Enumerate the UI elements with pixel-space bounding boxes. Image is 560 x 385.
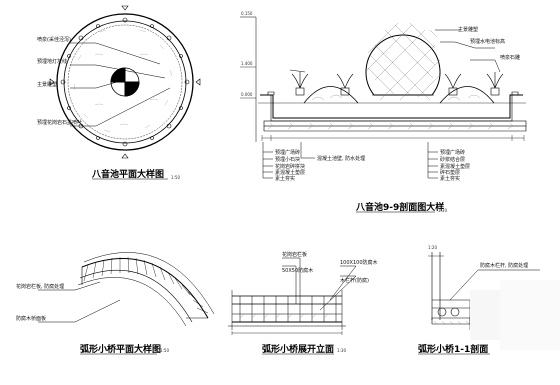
- bridge-plan-title: 弧形小桥平面大样图: [80, 343, 161, 355]
- fountain-nozzles: [60, 17, 190, 147]
- bridge-elev-label-4: 木栏杆(防腐): [340, 277, 369, 284]
- bridge-detail-title: 弧形小桥1-1剖面: [418, 343, 488, 355]
- right-layer-4: 碎石垫层: [440, 169, 460, 176]
- bridge-elev-leaders: [282, 257, 357, 311]
- left-layer-4: 素混凝土垫层: [275, 169, 305, 176]
- bridge-detail-dim: 1:20: [428, 245, 437, 250]
- bridge-elev-title: 弧形小桥展开立面: [262, 343, 334, 355]
- section-top-labels: 主景雕塑 预埋水电池标高 喷泉石雕: [458, 26, 520, 61]
- section-label-water-level: 预埋水电池标高: [470, 38, 505, 45]
- section-spray-jets: [291, 72, 504, 96]
- right-layer-3: 素混凝土垫层: [440, 163, 470, 170]
- section-water-domes: [303, 86, 495, 104]
- bridge-plan-scale: 1:50: [160, 348, 169, 353]
- bridge-deck-planks: [83, 256, 209, 314]
- bridge-elev-label-1: 花岗岩栏板: [282, 251, 307, 258]
- level-mark-mid: 1.400: [241, 61, 253, 66]
- bridge-detail-leader: [449, 269, 540, 301]
- section-pool-basin: [258, 91, 527, 132]
- section-label-spray: 喷泉石雕: [500, 54, 520, 61]
- plan-label-lights: 预埋地灯灰线: [37, 58, 67, 65]
- right-layer-5: 素土夯实: [440, 175, 460, 182]
- octagon-pool-plan: [49, 5, 201, 159]
- bridge-plan-label-rail: 花岗岩栏板, 防腐处理: [16, 283, 64, 290]
- pool-water-hatch: [73, 29, 173, 133]
- plan-label-sculpture: 主景雕塑: [37, 81, 57, 88]
- section-mid-label: 混凝土池壁, 防水处理: [317, 155, 365, 162]
- section-leader-lines: [262, 29, 501, 179]
- left-layer-5: 素土夯实: [275, 175, 295, 182]
- section-right-labels: 预埋广场砖 砂浆结合层 素混凝土垫层 碎石垫层 素土夯实: [440, 149, 470, 182]
- plan-section-markers: [49, 5, 201, 159]
- section-sculpture-ball: [365, 22, 441, 101]
- bridge-elev-label-3: 100X100防腐木: [340, 259, 378, 266]
- right-layer-1: 预埋广场砖: [440, 149, 465, 156]
- plan-leader-lines: [70, 42, 171, 127]
- level-mark-top: 0.150: [241, 11, 253, 16]
- bridge-elev-scale: 1:30: [337, 348, 346, 353]
- section-scale: 1:30: [438, 208, 447, 213]
- bridge-plan-leaders: [38, 281, 121, 323]
- left-layer-1: 预埋广场砖: [275, 149, 300, 156]
- section-left-labels: 预埋广场砖 预埋小石块 花岗岩碎拼块 素混凝土垫层 素土夯实 混凝土池壁, 防水…: [275, 149, 365, 182]
- section-label-sculpture: 主景雕塑: [458, 26, 478, 33]
- plan-title: 八音池平面大样图: [91, 168, 164, 180]
- plan-label-granite: 预埋花岗岩石墨喷叶: [37, 119, 82, 126]
- octagon-pool-section: [240, 16, 527, 179]
- section-title: 八音池9-9剖面图大样: [355, 201, 444, 213]
- bridge-elev-label-2: 50X50防腐木: [282, 267, 313, 274]
- bridge-detail-fade: [470, 280, 560, 350]
- level-mark-zero: 0.000: [241, 92, 253, 97]
- plan-labels: 喷泉(采佳泾泻) 预埋地灯灰线 主景雕塑 预埋花岗岩石墨喷叶: [37, 36, 82, 126]
- bridge-balusters: [239, 296, 337, 322]
- arc-bridge-plan: [38, 252, 215, 327]
- right-layer-2: 砂浆结合层: [440, 156, 465, 163]
- arc-bridge-elevation: [228, 257, 357, 335]
- plan-scale: 1:50: [171, 175, 180, 180]
- plan-label-fountain: 喷泉(采佳泾泻): [37, 36, 71, 43]
- section-level-labels: 0.150 1.400 0.000: [241, 11, 253, 97]
- left-layer-2: 预埋小石块: [275, 156, 300, 163]
- bridge-plan-label-deck: 防腐木桥面板: [16, 315, 46, 322]
- left-layer-3: 花岗岩碎拼块: [275, 163, 305, 170]
- bridge-detail-label: 防腐木栏杆, 防腐处理: [480, 262, 528, 269]
